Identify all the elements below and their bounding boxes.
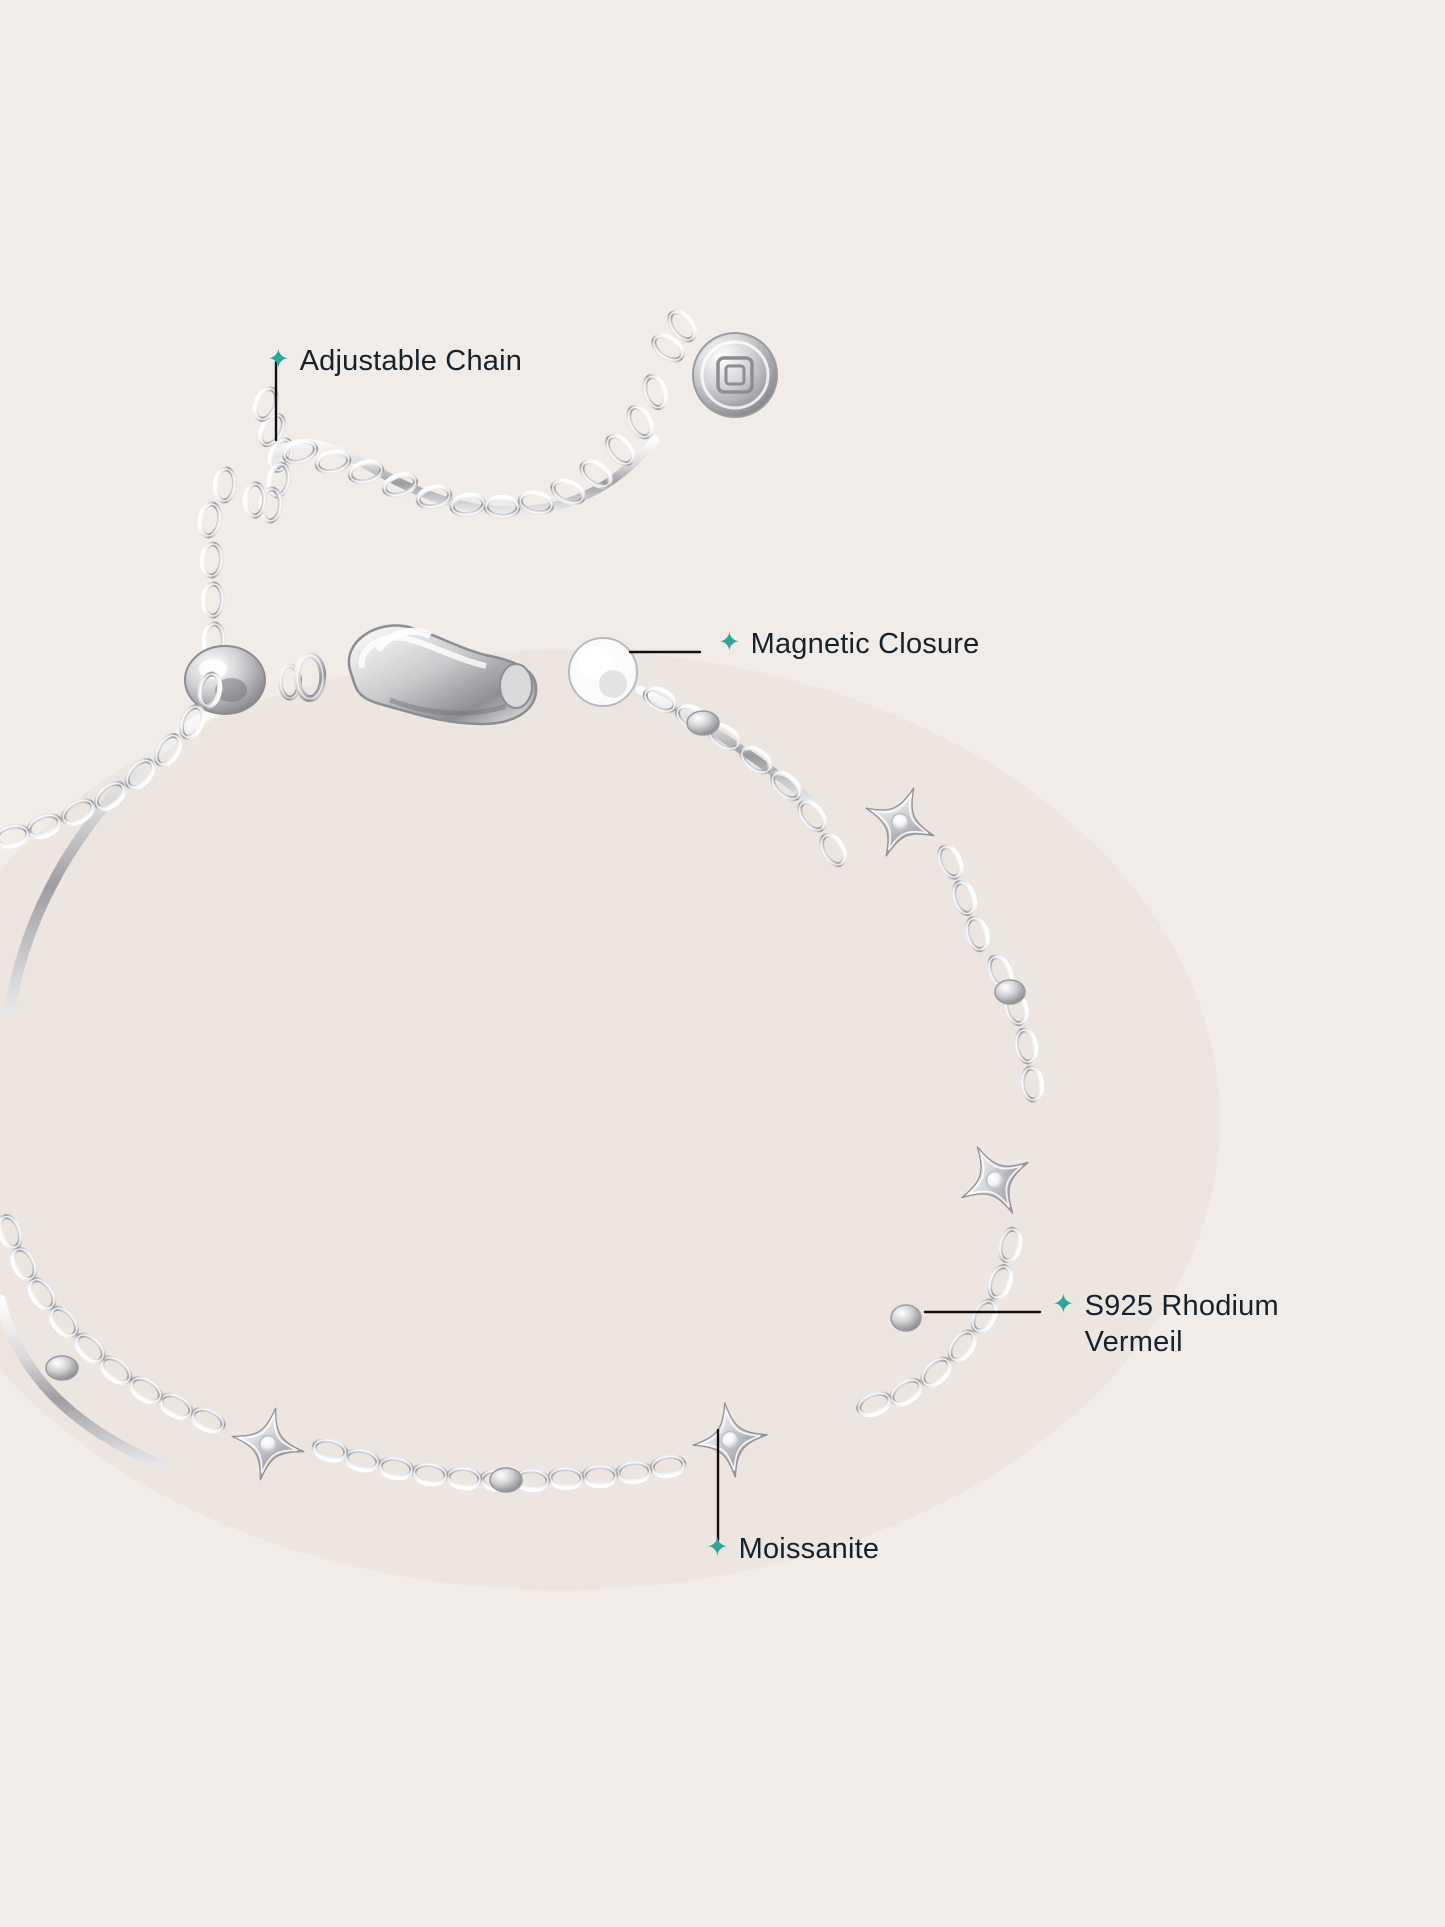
callout-moissanite: ✦ Moissanite [706, 1531, 879, 1567]
callout-adjustable-chain-label: Adjustable Chain [299, 345, 523, 377]
callout-moissanite-label: Moissanite [738, 1533, 880, 1565]
four-point-star-icon: ✦ [1052, 1289, 1075, 1319]
four-point-star-icon: ✦ [718, 627, 741, 657]
four-point-star-icon: ✦ [706, 1532, 729, 1562]
callout-adjustable-chain: ✦ Adjustable Chain [267, 343, 522, 379]
four-point-star-icon: ✦ [267, 344, 290, 374]
callout-magnetic-closure: ✦ Magnetic Closure [718, 626, 979, 662]
callout-magnetic-closure-label: Magnetic Closure [750, 628, 980, 660]
callout-s925-rhodium-vermeil-label: S925 Rhodium Vermeil [1084, 1290, 1279, 1359]
callout-s925-rhodium-vermeil: ✦ S925 Rhodium Vermeil [1052, 1288, 1279, 1361]
